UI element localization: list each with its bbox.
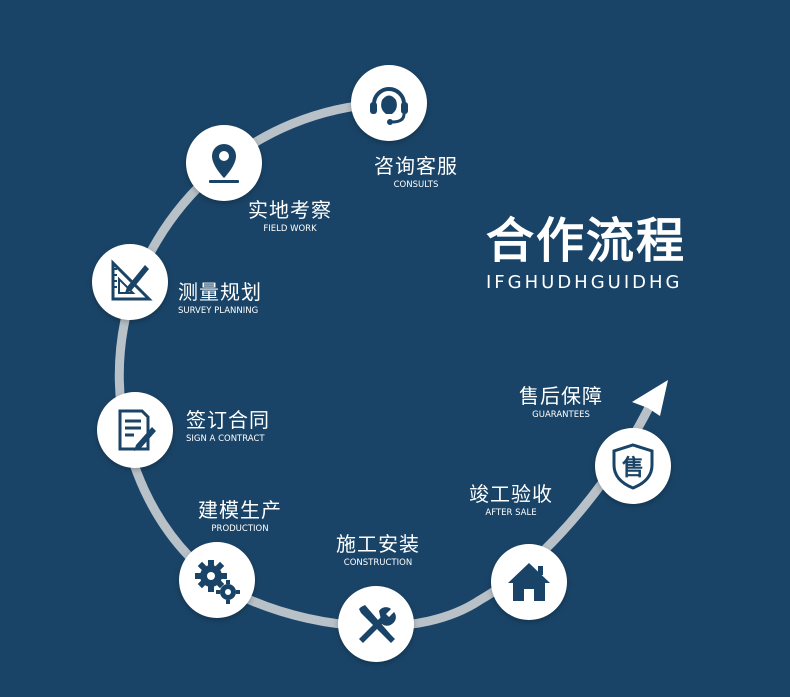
step-construction-node [338, 586, 414, 662]
house-icon [508, 563, 550, 601]
step-survey-label: 测量规划 SURVEY PLANNING [178, 280, 278, 317]
step-construction-en: CONSTRUCTION [343, 558, 413, 568]
step-contract-en: SIGN A CONTRACT [186, 434, 265, 444]
step-after-sale-label: 竣工验收 AFTER SALE [461, 482, 561, 519]
step-contract-label: 签订合同 SIGN A CONTRACT [186, 408, 286, 445]
step-consult-label: 咨询客服 CONSULTS [366, 154, 466, 191]
step-production-label: 建模生产 PRODUCTION [190, 498, 290, 535]
headset-icon [370, 87, 408, 125]
step-field-work-en: FIELD WORK [263, 224, 317, 234]
step-consult-en: CONSULTS [393, 180, 439, 190]
contract-icon [118, 409, 156, 451]
ruler-pencil-icon [111, 259, 153, 301]
tools-icon [359, 605, 396, 643]
step-field-work-zh: 实地考察 [248, 198, 332, 222]
step-field-work-node [186, 125, 262, 201]
step-after-sale-zh: 竣工验收 [469, 482, 553, 506]
step-after-sale-en: AFTER SALE [485, 508, 537, 518]
step-after-sale-node [491, 544, 567, 620]
step-construction-label: 施工安装 CONSTRUCTION [328, 532, 428, 569]
step-guarantees-label: 售后保障 GUARANTEES [511, 384, 611, 421]
step-production-zh: 建模生产 [198, 498, 282, 522]
step-guarantees-en: GUARANTEES [532, 410, 590, 420]
step-guarantees-node: 售 [595, 428, 671, 504]
shield-glyph: 售 [622, 455, 644, 481]
step-production-en: PRODUCTION [211, 524, 269, 534]
step-survey-node [92, 244, 168, 320]
step-production-node [179, 542, 255, 618]
step-contract-node [97, 392, 173, 468]
step-construction-zh: 施工安装 [336, 532, 420, 556]
step-survey-zh: 测量规划 [178, 280, 262, 304]
title-block: 合作流程 IFGHUDHGUIDHG [486, 212, 706, 294]
location-pin-icon [209, 144, 239, 183]
step-guarantees-zh: 售后保障 [519, 384, 603, 408]
page-subtitle: IFGHUDHGUIDHG [486, 272, 683, 293]
shield-icon: 售 [612, 443, 654, 490]
step-consult-node [351, 65, 427, 141]
step-survey-en: SURVEY PLANNING [178, 306, 259, 316]
page-title: 合作流程 [486, 213, 687, 269]
step-field-work-label: 实地考察 FIELD WORK [240, 198, 340, 235]
step-contract-zh: 签订合同 [186, 408, 270, 432]
step-consult-zh: 咨询客服 [374, 154, 458, 178]
ring-arrowhead [632, 380, 668, 416]
gears-icon [195, 560, 240, 604]
